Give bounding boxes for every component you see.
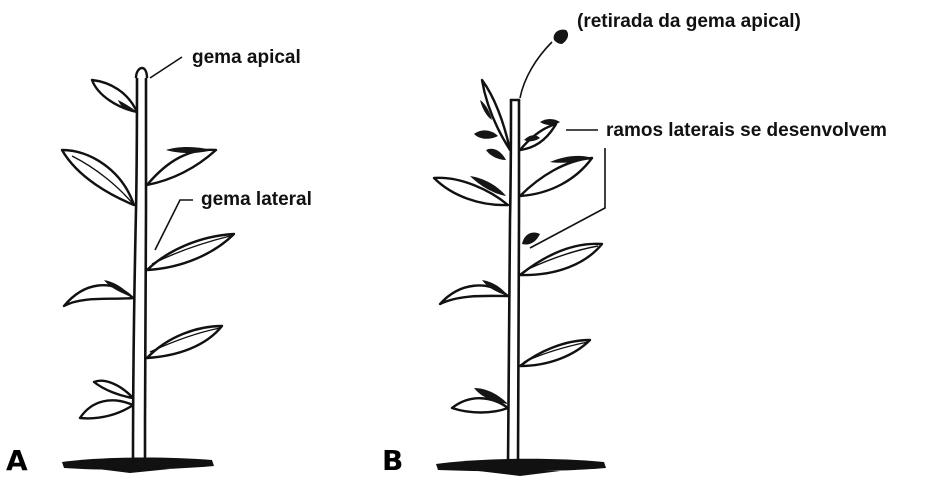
label-ramos-laterais: ramos laterais se desenvolvem (606, 121, 887, 140)
panel-letter-a: A (6, 447, 28, 475)
plant-b-soil (436, 459, 606, 472)
label-retirada-gema-apical: (retirada da gema apical) (577, 12, 801, 31)
plant-b-removed-bud (554, 30, 568, 44)
plant-a-soil (62, 458, 214, 470)
plant-a-leaf-middle-left (64, 285, 133, 306)
removed-bud-trajectory (520, 42, 552, 98)
plant-a-apical-bud (136, 68, 147, 78)
plant-a-leaf-upper-left (62, 150, 134, 205)
plant-a-leaf-lower-right (147, 326, 222, 358)
plant-b (434, 30, 606, 476)
panel-letter-b: B (382, 447, 403, 475)
label-gema-lateral: gema lateral (201, 190, 312, 209)
plant-a (62, 68, 234, 473)
plant-b-leaf-middle-right (520, 244, 602, 275)
plant-a-leaf-bottom-left (80, 400, 133, 418)
leader-gema-apical (150, 57, 182, 78)
leader-gema-lateral (155, 200, 193, 250)
plant-a-stem (133, 75, 137, 462)
plant-a-leaf-upper-right (147, 150, 216, 185)
plant-b-lateral-bud (522, 232, 540, 244)
plant-b-soil-shadow (470, 470, 560, 476)
plant-b-leaf-upper-right (520, 158, 592, 196)
plant-b-branch-left (482, 80, 510, 150)
label-gema-apical: gema apical (192, 48, 301, 67)
plant-b-stem (508, 100, 511, 464)
